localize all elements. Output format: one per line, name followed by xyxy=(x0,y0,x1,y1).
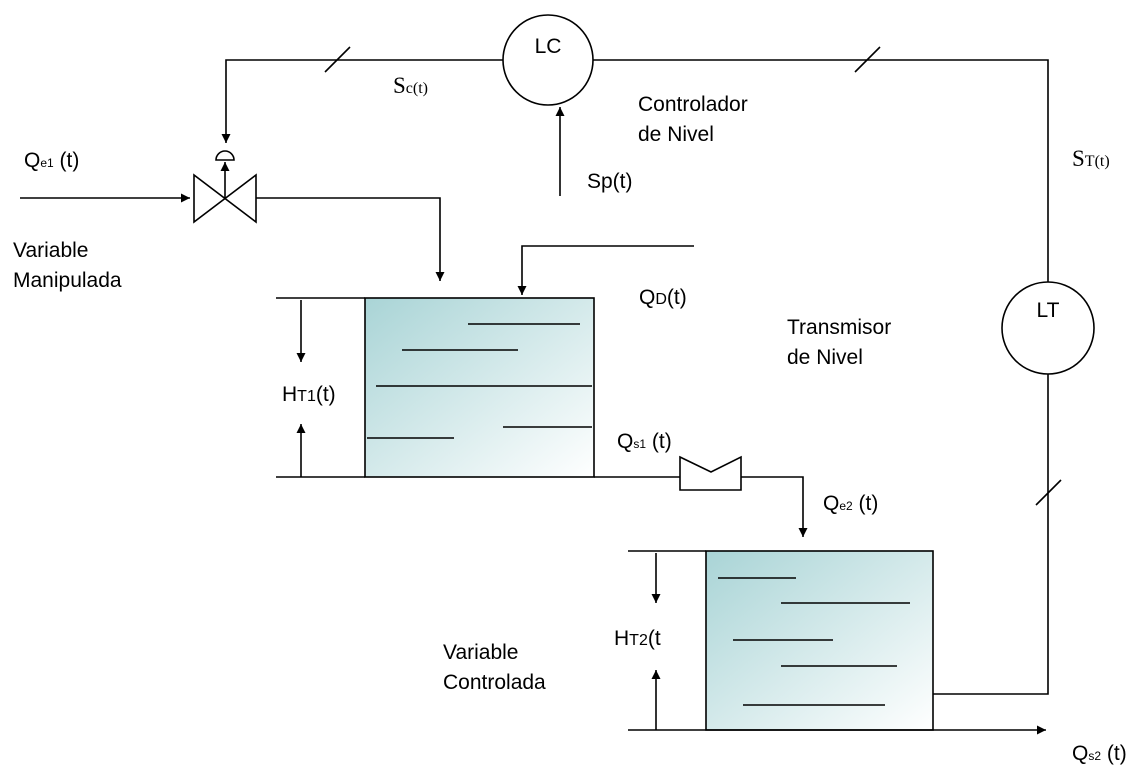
level-transmitter: LT xyxy=(1001,281,1095,375)
inflow-2-time: (t) xyxy=(853,492,879,515)
tank-1-level-symbol: H xyxy=(282,383,297,406)
valve-actuator xyxy=(215,150,235,161)
transmitter-signal-symbol: S xyxy=(1072,146,1085,171)
disturbance-flow-arrow xyxy=(517,245,694,295)
tank-1-body xyxy=(364,297,595,478)
signal-hash-mark xyxy=(1035,479,1062,506)
tank-2-level-time: (t xyxy=(648,627,661,650)
inflow-2-subscript: e2 xyxy=(839,499,853,513)
transmitter-signal-subscript: T(t) xyxy=(1085,153,1110,170)
controlled-variable-line1: Variable xyxy=(443,641,519,664)
controller-caption-line1: Controlador xyxy=(638,93,748,116)
flow-resistance xyxy=(679,455,742,491)
level-transmitter-circle xyxy=(1001,281,1095,375)
outflow-1-subscript: s1 xyxy=(633,437,646,451)
tank-1-to-tank-2-pipe xyxy=(741,476,808,537)
valve-to-tank1-pipe xyxy=(256,197,445,281)
valve-body xyxy=(193,173,257,224)
transmitter-caption-line2: de Nivel xyxy=(787,346,863,369)
tank-2 xyxy=(628,550,934,731)
tank-1-level-label: HT1(t) xyxy=(282,383,336,406)
manipulated-variable-line2: Manipulada xyxy=(13,269,122,292)
inflow-2-symbol: Q xyxy=(823,492,839,515)
inflow-1-label: Qe1 (t) xyxy=(24,149,79,172)
tank-1-outflow xyxy=(594,455,808,537)
tank-1-level-subscript: T1 xyxy=(297,388,316,405)
transmitter-signal-label: ST(t) xyxy=(1072,146,1110,171)
control-valve xyxy=(193,150,257,224)
tank-2-level-symbol: H xyxy=(614,627,629,650)
signal-hash-mark xyxy=(324,46,351,73)
level-controller-circle xyxy=(502,14,594,106)
disturbance-flow-time: (t) xyxy=(667,286,687,309)
setpoint-label: Sp(t) xyxy=(587,170,633,193)
controlled-variable-line2: Controlada xyxy=(443,671,546,694)
inflow-1-time: (t) xyxy=(54,149,80,172)
outflow-2-label: Qs2 (t) xyxy=(1072,742,1127,765)
outflow-2-symbol: Q xyxy=(1072,742,1088,765)
tank-2-level-subscript: T2 xyxy=(629,632,648,649)
disturbance-flow-label: QD(t) xyxy=(639,286,687,309)
outflow-2-subscript: s2 xyxy=(1088,749,1101,763)
outflow-1-symbol: Q xyxy=(617,430,633,453)
level-controller-tag: LC xyxy=(535,35,562,58)
feedback-line-upper xyxy=(593,59,1049,282)
outflow-1-label: Qs1 (t) xyxy=(617,430,672,453)
level-transmitter-tag: LT xyxy=(1037,299,1060,322)
controller-signal-subscript: c(t) xyxy=(406,80,428,97)
inflow-1-symbol: Q xyxy=(24,149,40,172)
disturbance-flow-symbol: Q xyxy=(639,286,655,309)
signal-hash-mark xyxy=(854,46,881,73)
inflow-1-subscript: e1 xyxy=(40,156,54,170)
controller-signal-label: Sc(t) xyxy=(393,73,428,98)
controller-output-signal xyxy=(221,59,503,143)
inflow-2-label: Qe2 (t) xyxy=(823,492,878,515)
disturbance-flow-subscript: D xyxy=(655,291,667,308)
outflow-1-time: (t) xyxy=(646,430,672,453)
level-controller: LC xyxy=(502,14,594,106)
manipulated-variable-line1: Variable xyxy=(13,239,89,262)
controller-caption-line2: de Nivel xyxy=(638,123,714,146)
transmitter-caption-line1: Transmisor xyxy=(787,316,891,339)
tank-2-level-label: HT2(t xyxy=(614,627,661,650)
outflow-2-time: (t) xyxy=(1101,742,1127,765)
controller-signal-symbol: S xyxy=(393,73,406,98)
feedback-line-lower xyxy=(933,374,1049,695)
feedback-signal-line xyxy=(593,46,1062,695)
tank-1-level-time: (t) xyxy=(316,383,336,406)
tank-1 xyxy=(276,297,595,478)
controller-signal-line xyxy=(221,46,503,143)
